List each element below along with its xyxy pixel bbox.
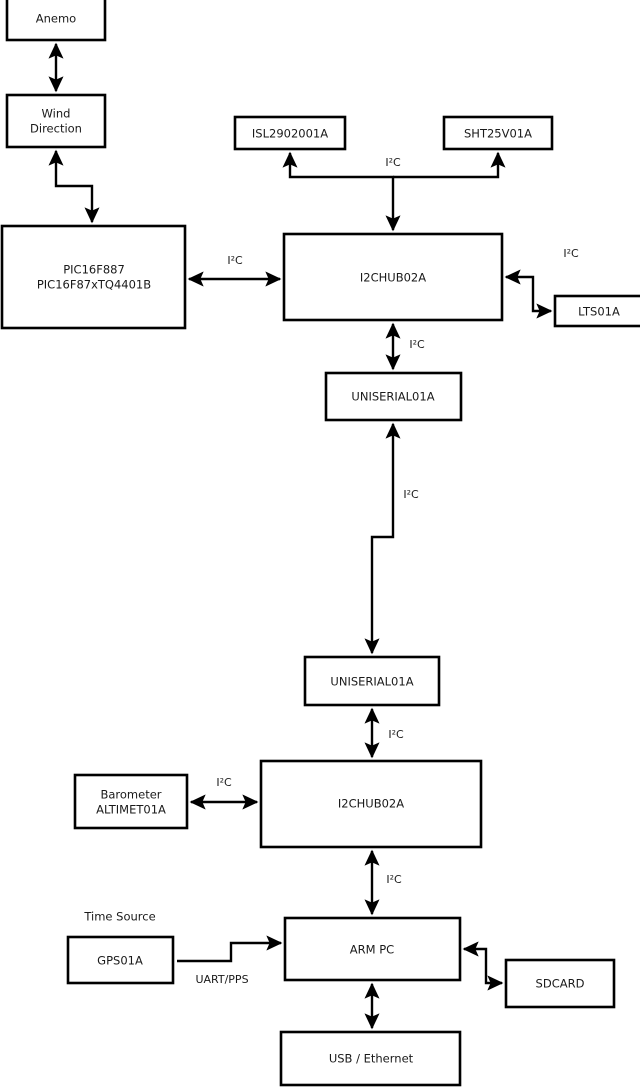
node-i2chub02a-top[interactable]: I2CHUB02A — [282, 232, 504, 322]
edge-uniserial-top-uniserial-bottom: I²C — [364, 422, 419, 655]
edge-arm-pc-sdcard — [462, 941, 504, 991]
node-box[interactable] — [303, 655, 441, 707]
node-box[interactable] — [259, 759, 483, 849]
edge-label-hub-sensors: I²C — [385, 156, 401, 169]
node-label-usb-ethernet: USB / Ethernet — [329, 1052, 414, 1066]
edge-line — [504, 269, 553, 319]
node-box[interactable] — [73, 773, 189, 830]
edge-uniserial-bottom-i2chub-bottom: I²C — [364, 707, 404, 759]
edge-label-hub-lts: I²C — [563, 247, 579, 260]
node-box[interactable] — [0, 224, 187, 330]
node-label-isl2902001a: ISL2902001A — [252, 127, 328, 141]
node-isl2902001a[interactable]: ISL2902001A — [233, 115, 347, 151]
edge-wind-direction-pic — [48, 149, 100, 224]
node-label-uniserial01a-bottom: UNISERIAL01A — [330, 675, 413, 689]
edge-layer: I²C I²C I²C I²C I²C — [48, 42, 579, 1030]
node-label-i2chub02a-top: I2CHUB02A — [360, 271, 426, 285]
edge-i2chub-top-lts01a: I²C — [504, 247, 579, 319]
node-lts01a[interactable]: LTS01A — [553, 294, 640, 328]
edge-label-gps-armpc: UART/PPS — [195, 973, 248, 986]
node-box[interactable] — [282, 232, 504, 322]
edge-line — [177, 935, 283, 963]
edge-pic-i2chub-top: I²C — [187, 254, 282, 287]
edge-barometer-i2chub-bottom: I²C — [189, 776, 259, 810]
edge-gps01a-arm-pc: UART/PPS — [177, 935, 283, 986]
node-uniserial01a-top[interactable]: UNISERIAL01A — [324, 371, 463, 422]
edge-line — [462, 941, 504, 991]
node-usb-ethernet[interactable]: USB / Ethernet — [279, 1030, 462, 1087]
node-sdcard[interactable]: SDCARD — [504, 958, 616, 1009]
node-sht25v01a[interactable]: SHT25V01A — [442, 115, 554, 151]
node-anemo[interactable]: Anemo — [5, 0, 107, 42]
node-box[interactable] — [5, 0, 107, 42]
node-label-sht25v01a: SHT25V01A — [464, 127, 532, 141]
node-box[interactable] — [5, 93, 107, 149]
node-label-arm-pc: ARM PC — [350, 943, 394, 957]
node-label-uniserial01a-top: UNISERIAL01A — [351, 390, 434, 404]
label-time-source: Time Source — [83, 910, 155, 924]
edge-i2chub-bottom-arm-pc: I²C — [364, 849, 402, 916]
free-label-layer: Time Source — [83, 910, 155, 924]
node-box[interactable] — [553, 294, 640, 328]
node-box[interactable] — [66, 935, 175, 985]
node-box[interactable] — [283, 916, 462, 982]
node-label-i2chub02a-bottom: I2CHUB02A — [338, 797, 404, 811]
edge-label-uniserial-link: I²C — [403, 488, 419, 501]
edge-label-hub-uniserial: I²C — [409, 338, 425, 351]
node-box[interactable] — [442, 115, 554, 151]
edge-i2chub-top-sensors: I²C — [282, 151, 506, 232]
node-box[interactable] — [233, 115, 347, 151]
node-label-gps01a: GPS01A — [97, 954, 143, 968]
edge-label-uniserial-hub-bottom: I²C — [388, 728, 404, 741]
edge-line-sht — [393, 151, 506, 179]
node-uniserial01a-bottom[interactable]: UNISERIAL01A — [303, 655, 441, 707]
node-label-sdcard: SDCARD — [536, 977, 585, 991]
edge-label-hub-armpc: I²C — [386, 873, 402, 886]
node-gps01a[interactable]: GPS01A — [66, 935, 175, 985]
edge-line — [364, 422, 401, 655]
edge-line — [48, 149, 100, 224]
node-label-lts01a: LTS01A — [578, 305, 620, 319]
edge-line-isl — [282, 151, 401, 232]
edge-label-pic-hub: I²C — [227, 254, 243, 267]
node-box[interactable] — [279, 1030, 462, 1087]
node-box[interactable] — [504, 958, 616, 1009]
node-box[interactable] — [324, 371, 463, 422]
node-arm-pc[interactable]: ARM PC — [283, 916, 462, 982]
edge-i2chub-top-uniserial-top: I²C — [385, 322, 425, 371]
edge-label-barometer-hub: I²C — [216, 776, 232, 789]
node-i2chub02a-bottom[interactable]: I2CHUB02A — [259, 759, 483, 849]
node-label-anemo: Anemo — [36, 12, 76, 26]
